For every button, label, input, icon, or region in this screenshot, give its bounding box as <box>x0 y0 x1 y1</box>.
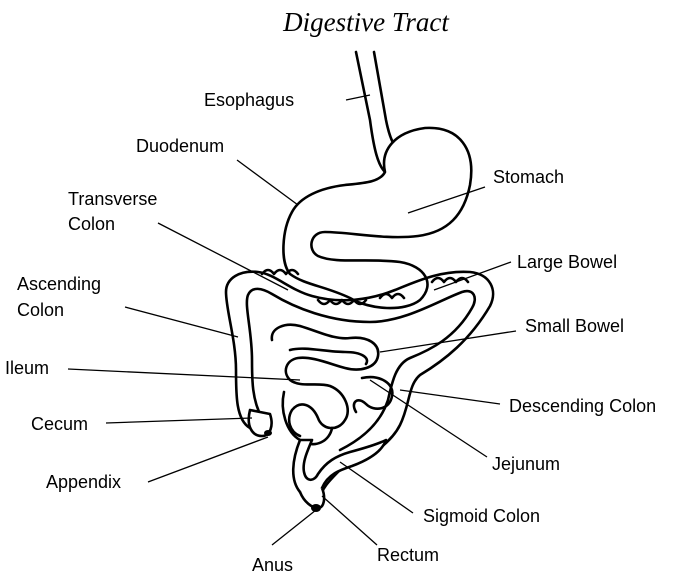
label-descending-colon: Descending Colon <box>509 396 656 416</box>
colon-outer-shape <box>226 272 493 500</box>
leader-appendix <box>148 437 268 482</box>
label-sigmoid-colon: Sigmoid Colon <box>423 506 540 526</box>
leader-ileum <box>68 369 300 380</box>
leader-ascending-colon <box>125 307 238 337</box>
leader-descending-colon <box>400 390 500 404</box>
leader-duodenum <box>237 160 298 205</box>
label-jejunum: Jejunum <box>492 454 560 474</box>
label-rectum: Rectum <box>377 545 439 565</box>
label-large-bowel: Large Bowel <box>517 252 617 272</box>
leader-large-bowel <box>434 262 511 290</box>
leader-cecum <box>106 418 252 423</box>
digestive-organs <box>226 52 493 512</box>
label-transverse-colon-line2: Colon <box>68 214 115 234</box>
label-duodenum: Duodenum <box>136 136 224 156</box>
label-ascending-colon-line1: Ascending <box>17 274 101 294</box>
label-small-bowel: Small Bowel <box>525 316 624 336</box>
label-stomach: Stomach <box>493 167 564 187</box>
label-ileum: Ileum <box>5 358 49 378</box>
leader-small-bowel <box>380 331 516 352</box>
small-bowel-shape <box>272 325 378 436</box>
label-transverse-colon-line1: Transverse <box>68 189 157 209</box>
leader-rectum <box>322 496 377 545</box>
label-anus: Anus <box>252 555 293 575</box>
leader-jejunum <box>370 380 487 457</box>
organ-labels: Esophagus Duodenum Stomach Transverse Co… <box>5 90 656 575</box>
leader-transverse-colon <box>158 223 288 290</box>
label-ascending-colon-line2: Colon <box>17 300 64 320</box>
diagram-title: Digestive Tract <box>282 7 450 37</box>
label-cecum: Cecum <box>31 414 88 434</box>
leader-sigmoid-colon <box>340 462 413 513</box>
leader-anus <box>272 510 316 545</box>
label-appendix: Appendix <box>46 472 121 492</box>
label-esophagus: Esophagus <box>204 90 294 110</box>
appendix-shape <box>264 430 272 436</box>
sigmoid-colon-shape <box>293 440 386 497</box>
